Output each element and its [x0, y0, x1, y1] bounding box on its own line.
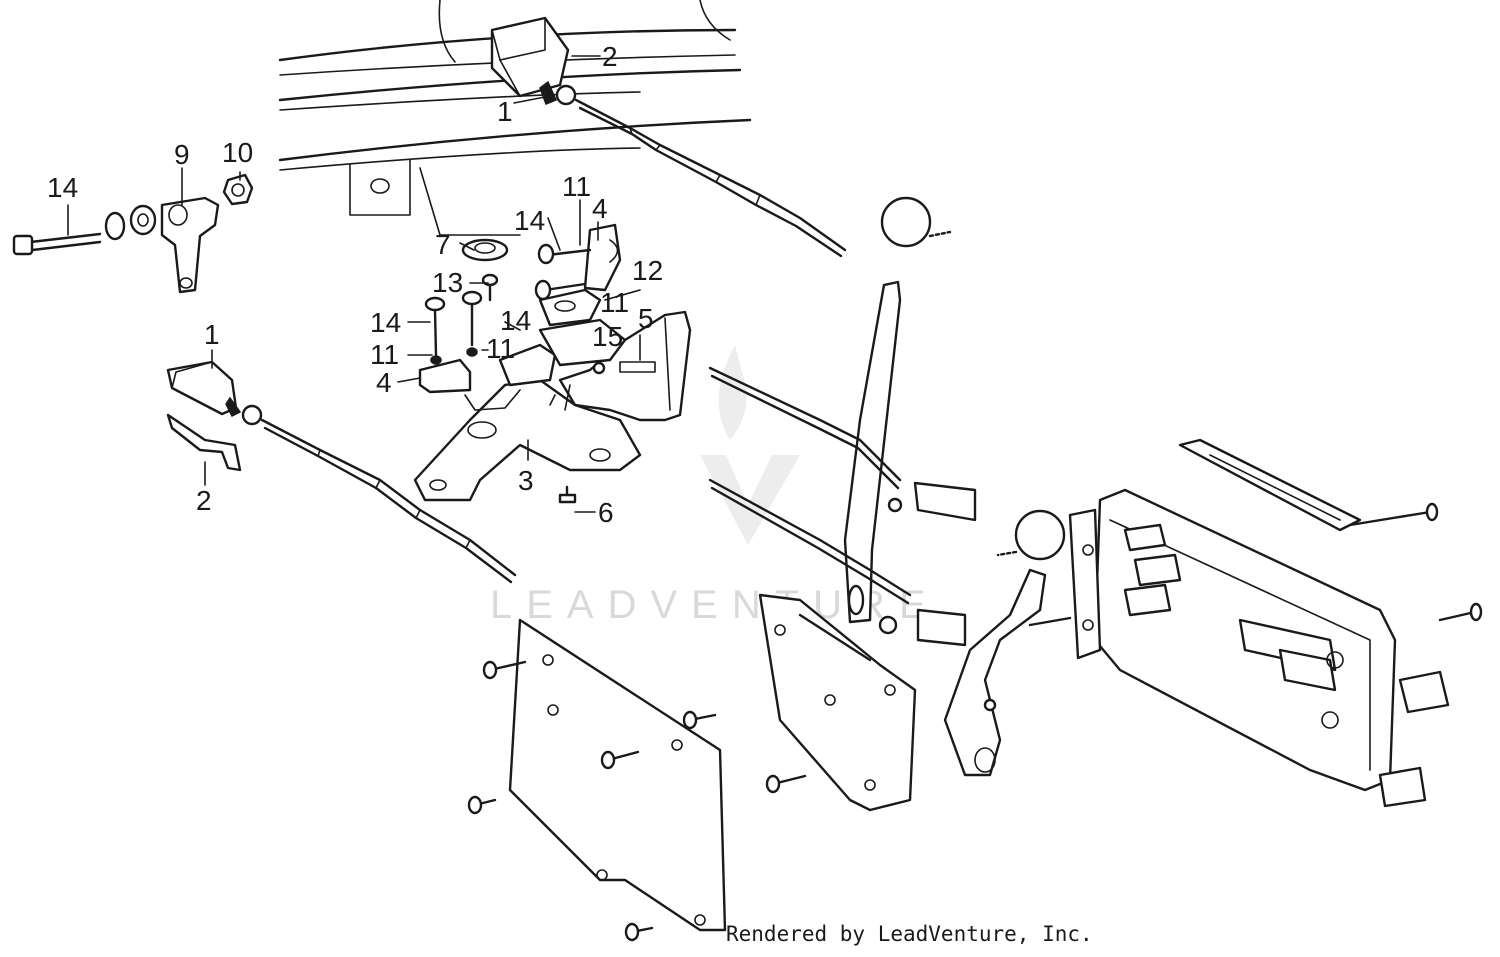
- callout-10: 10: [222, 137, 253, 168]
- shift-lever-assembly: [12, 173, 254, 294]
- throttle-lever: [943, 509, 1072, 777]
- callout-6: 6: [598, 497, 614, 528]
- callout-11-b: 11: [600, 287, 629, 318]
- watermark-text: LEADVENTURE: [490, 583, 940, 627]
- leader-lines: [67, 55, 641, 513]
- callout-11-c: 11: [370, 339, 399, 370]
- shift-lever: [843, 196, 952, 624]
- throttle-cable-lower: [166, 360, 517, 584]
- callout-1-left: 1: [204, 319, 220, 350]
- callout-labels: 2 1 9 10 14 11 14 4 7 12 13 11 14 14 15 …: [47, 41, 663, 528]
- callout-2-left: 2: [196, 485, 212, 516]
- callout-5: 5: [638, 303, 654, 334]
- fasteners-bracket: [424, 238, 592, 504]
- throttle-cable-upper: [490, 16, 847, 258]
- callout-9: 9: [174, 139, 190, 170]
- control-rods: [708, 366, 977, 647]
- credit-text: Rendered by LeadVenture, Inc.: [726, 922, 1093, 946]
- callout-14-c: 14: [370, 307, 401, 338]
- callout-13: 13: [432, 267, 463, 298]
- watermark-logo: [700, 345, 800, 545]
- callout-11-d: 11: [486, 333, 515, 364]
- callout-4-b: 4: [376, 367, 392, 398]
- callout-14-b: 14: [514, 205, 545, 236]
- callout-7: 7: [435, 229, 451, 260]
- callout-15: 15: [592, 321, 623, 352]
- callout-3: 3: [518, 465, 534, 496]
- screws: [467, 502, 1483, 942]
- callout-4-a: 4: [592, 193, 608, 224]
- callout-2-top: 2: [602, 41, 618, 72]
- callout-12: 12: [632, 255, 663, 286]
- callout-1-top: 1: [497, 96, 513, 127]
- callout-14-d: 14: [500, 305, 531, 336]
- remote-control-box: [1068, 438, 1450, 808]
- callout-11-a: 11: [562, 171, 591, 202]
- callout-14-left: 14: [47, 172, 78, 203]
- cover-plates: [508, 593, 917, 932]
